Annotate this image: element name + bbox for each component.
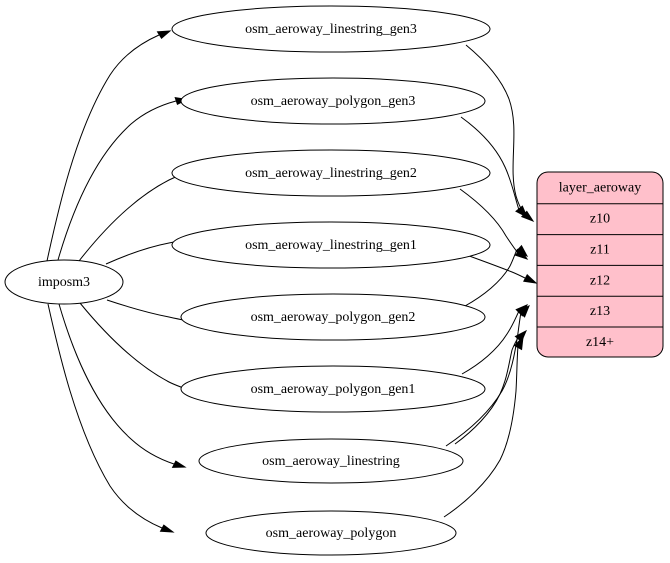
node-osm-aeroway-polygon-label: osm_aeroway_polygon bbox=[266, 526, 397, 541]
node-osm-aeroway-linestring[interactable]: osm_aeroway_linestring bbox=[198, 438, 464, 484]
node-osm-aeroway-polygon-gen2[interactable]: osm_aeroway_polygon_gen2 bbox=[180, 293, 486, 341]
table-row-z10[interactable]: z10 bbox=[590, 212, 610, 227]
edge-linestring-to-z13 bbox=[445, 305, 530, 447]
table-row-z11[interactable]: z11 bbox=[590, 243, 610, 258]
edge-imposm3-to-linestring bbox=[58, 303, 187, 468]
edge-polygon-gen2-to-z11 bbox=[464, 244, 529, 307]
node-osm-aeroway-linestring-gen1[interactable]: osm_aeroway_linestring_gen1 bbox=[171, 221, 491, 269]
table-border bbox=[536, 171, 664, 358]
node-layer-aeroway-table[interactable]: layer_aeroway z10 z11 z12 z13 z14+ bbox=[536, 171, 664, 358]
node-osm-aeroway-polygon-gen3-label: osm_aeroway_polygon_gen3 bbox=[251, 94, 416, 109]
node-osm-aeroway-linestring-gen3-label: osm_aeroway_linestring_gen3 bbox=[245, 22, 417, 37]
node-imposm3[interactable]: imposm3 bbox=[4, 259, 124, 305]
table-row-z13[interactable]: z13 bbox=[590, 304, 610, 319]
node-osm-aeroway-polygon-shape[interactable] bbox=[205, 510, 457, 556]
node-osm-aeroway-linestring-gen1-label: osm_aeroway_linestring_gen1 bbox=[245, 238, 417, 253]
table-header-layer-aeroway[interactable]: layer_aeroway bbox=[559, 181, 641, 196]
table-row-z12[interactable]: z12 bbox=[590, 273, 610, 288]
edge-imposm3-to-polygon-gen3 bbox=[57, 96, 189, 261]
node-osm-aeroway-linestring-gen2-shape[interactable] bbox=[171, 149, 491, 197]
node-osm-aeroway-linestring-gen2[interactable]: osm_aeroway_linestring_gen2 bbox=[171, 149, 491, 197]
node-imposm3-shape[interactable] bbox=[4, 259, 124, 305]
node-osm-aeroway-linestring-label: osm_aeroway_linestring bbox=[262, 454, 400, 469]
edge-polygon-to-z14 bbox=[443, 335, 524, 518]
edge-linestring-to-z14 bbox=[454, 329, 527, 445]
edge-group-intermediates-to-table bbox=[443, 44, 538, 518]
node-osm-aeroway-linestring-shape[interactable] bbox=[198, 438, 464, 484]
table-row-z14plus[interactable]: z14+ bbox=[586, 335, 614, 350]
table-background bbox=[537, 172, 663, 357]
node-osm-aeroway-polygon-gen3-shape[interactable] bbox=[180, 77, 486, 125]
edge-polygon-gen3-to-z10 bbox=[460, 116, 529, 219]
node-imposm3-label: imposm3 bbox=[38, 275, 90, 290]
node-osm-aeroway-linestring-gen3-shape[interactable] bbox=[171, 5, 491, 53]
node-osm-aeroway-polygon-gen2-label: osm_aeroway_polygon_gen2 bbox=[251, 310, 416, 325]
node-osm-aeroway-polygon[interactable]: osm_aeroway_polygon bbox=[205, 510, 457, 556]
node-osm-aeroway-linestring-gen3[interactable]: osm_aeroway_linestring_gen3 bbox=[171, 5, 491, 53]
node-osm-aeroway-polygon-gen1[interactable]: osm_aeroway_polygon_gen1 bbox=[180, 365, 486, 413]
node-osm-aeroway-linestring-gen1-shape[interactable] bbox=[171, 221, 491, 269]
table-body bbox=[537, 172, 663, 357]
edge-linestring-gen1-to-z12 bbox=[463, 253, 538, 284]
node-osm-aeroway-polygon-gen1-shape[interactable] bbox=[180, 365, 486, 413]
edge-linestring-gen3-to-z10 bbox=[465, 44, 535, 223]
edge-imposm3-to-polygon bbox=[47, 303, 175, 533]
node-osm-aeroway-linestring-gen2-label: osm_aeroway_linestring_gen2 bbox=[245, 166, 417, 181]
node-osm-aeroway-polygon-gen1-label: osm_aeroway_polygon_gen1 bbox=[251, 382, 416, 397]
node-osm-aeroway-polygon-gen3[interactable]: osm_aeroway_polygon_gen3 bbox=[180, 77, 486, 125]
node-osm-aeroway-polygon-gen2-shape[interactable] bbox=[180, 293, 486, 341]
edge-imposm3-to-linestring-gen3 bbox=[46, 30, 172, 262]
